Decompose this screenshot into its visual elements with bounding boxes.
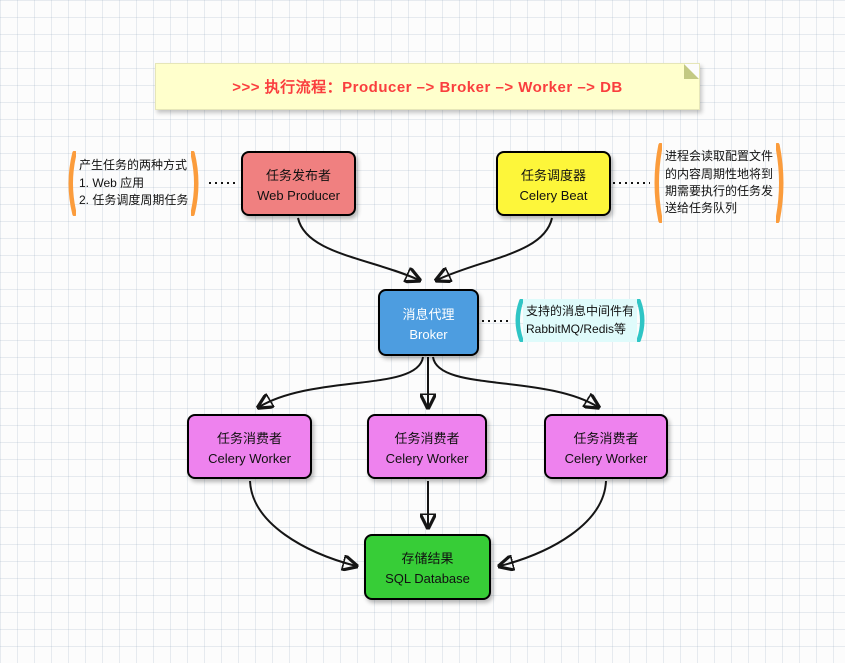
node-broker: 消息代理 Broker — [378, 289, 479, 356]
banner-fold-corner-icon — [684, 64, 699, 79]
note-right-bracket-icon — [776, 143, 786, 223]
arrow-worker-right-to-db — [500, 480, 607, 566]
note-left-bracket-icon — [652, 143, 662, 223]
arrow-worker-left-to-db — [249, 480, 356, 566]
note-right-bracket-icon — [191, 151, 201, 216]
node-title: 任务调度器 — [520, 167, 586, 183]
note-text: 进程会读取配置文件 的内容周期性地将到 期需要执行的任务发 送给任务队列 — [662, 143, 776, 223]
node-subtitle: Web Producer — [257, 187, 340, 203]
note-line: 产生任务的两种方式 — [79, 158, 188, 173]
node-subtitle: Broker — [409, 326, 448, 342]
note-line: 2. 任务调度周期任务 — [79, 193, 189, 208]
node-title: 任务消费者 — [216, 430, 282, 446]
node-celery-beat: 任务调度器 Celery Beat — [496, 151, 611, 216]
note-left-bracket-icon — [66, 151, 76, 216]
node-subtitle: Celery Beat — [519, 187, 588, 203]
note-beat-description: 进程会读取配置文件 的内容周期性地将到 期需要执行的任务发 送给任务队列 — [652, 143, 784, 223]
note-line: 1. Web 应用 — [79, 175, 145, 190]
note-line: 的内容周期性地将到 — [665, 166, 774, 181]
note-text: 产生任务的两种方式 1. Web 应用 2. 任务调度周期任务 — [76, 151, 191, 216]
arrow-broker-to-worker-right — [432, 356, 598, 407]
arrow-broker-to-worker-left — [259, 356, 424, 407]
node-title: 消息代理 — [402, 306, 455, 322]
node-subtitle: Celery Worker — [385, 450, 469, 466]
node-title: 任务消费者 — [573, 430, 639, 446]
note-line: 送给任务队列 — [665, 201, 738, 216]
node-celery-worker-right: 任务消费者 Celery Worker — [544, 414, 668, 479]
node-title: 存储结果 — [401, 551, 454, 566]
arrow-producer-to-broker — [297, 217, 419, 280]
arrow-beat-to-broker — [437, 217, 553, 280]
note-line: RabbitMQ/Redis等 — [526, 321, 627, 336]
title-text: >>> 执行流程：Producer –> Broker –> Worker –>… — [232, 79, 623, 96]
node-sql-database: 存储结果 SQL Database — [364, 534, 491, 600]
note-line: 支持的消息中间件有 — [526, 304, 635, 319]
note-broker-middleware: 支持的消息中间件有 RabbitMQ/Redis等 — [513, 299, 646, 342]
node-web-producer: 任务发布者 Web Producer — [241, 151, 356, 216]
node-celery-worker-left: 任务消费者 Celery Worker — [187, 414, 312, 479]
note-line: 期需要执行的任务发 — [665, 184, 774, 198]
node-subtitle: Celery Worker — [208, 450, 291, 466]
note-line: 进程会读取配置文件 — [665, 149, 774, 164]
node-subtitle: Celery Worker — [564, 450, 648, 466]
node-title: 任务消费者 — [394, 430, 460, 446]
node-subtitle: SQL Database — [385, 571, 470, 586]
node-celery-worker-mid: 任务消费者 Celery Worker — [367, 414, 487, 479]
node-title: 任务发布者 — [265, 167, 331, 183]
note-left-bracket-icon — [513, 299, 523, 342]
title-banner: >>> 执行流程：Producer –> Broker –> Worker –>… — [155, 63, 700, 110]
note-text: 支持的消息中间件有 RabbitMQ/Redis等 — [523, 299, 638, 342]
note-producer-methods: 产生任务的两种方式 1. Web 应用 2. 任务调度周期任务 — [66, 151, 208, 216]
note-right-bracket-icon — [637, 299, 647, 342]
